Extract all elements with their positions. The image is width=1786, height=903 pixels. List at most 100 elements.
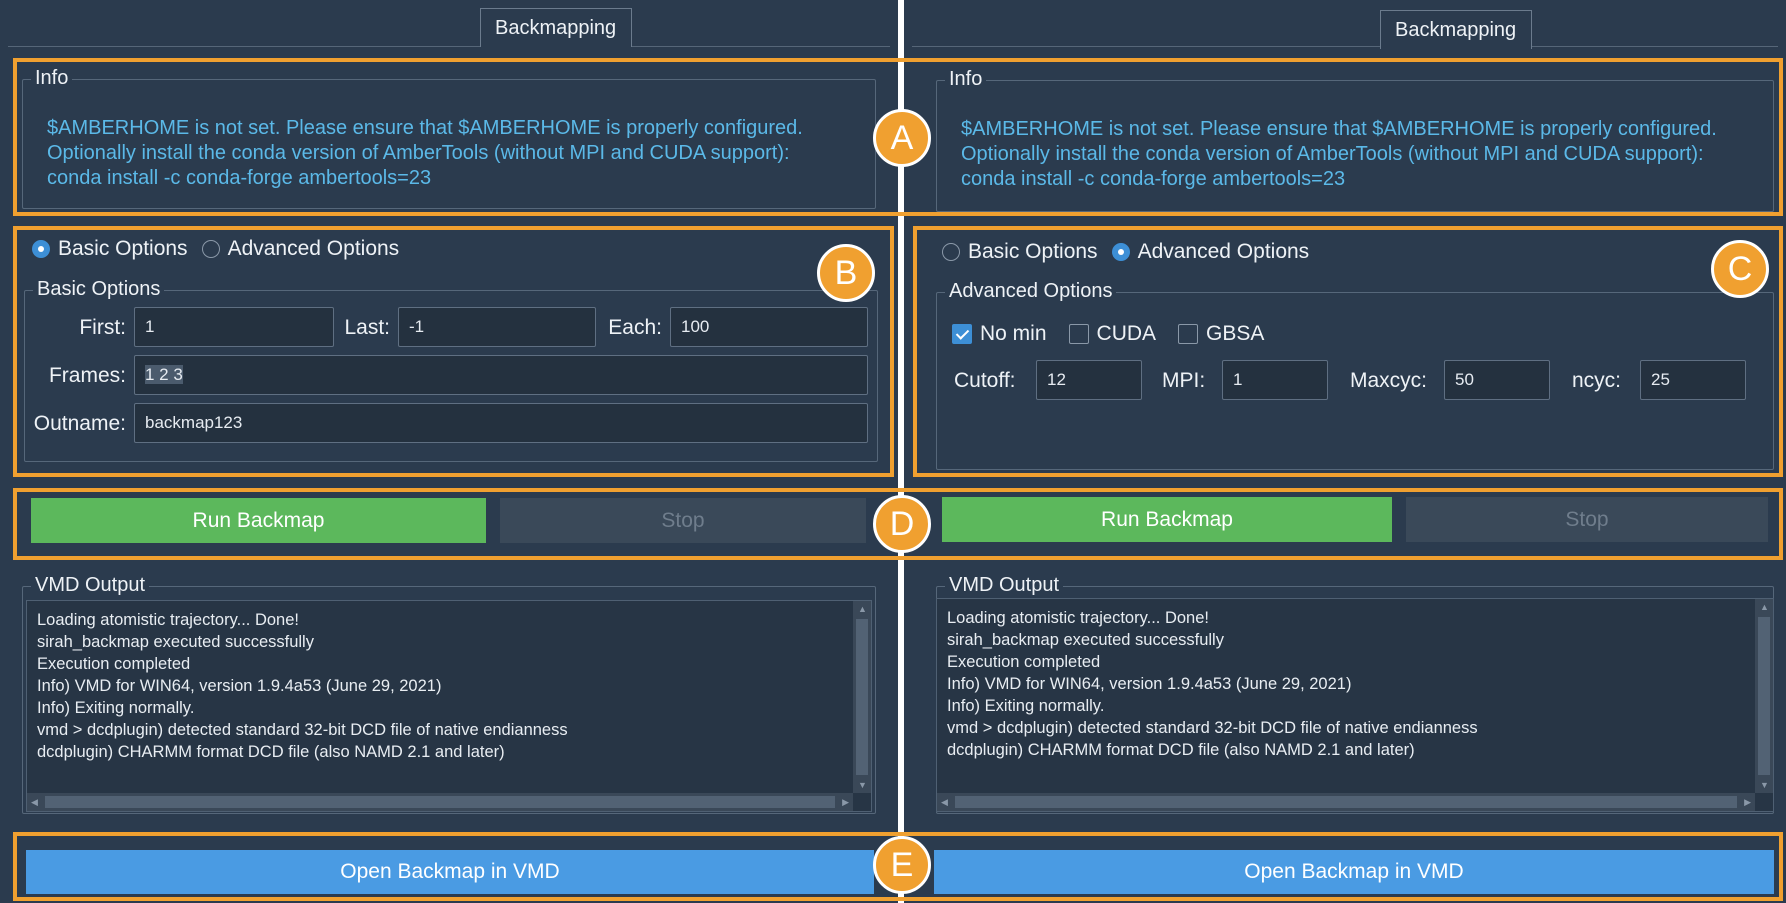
checkbox-unchecked-icon[interactable]	[1068, 324, 1089, 344]
radio-basic-options[interactable]: Basic Options	[942, 240, 1098, 264]
info-message: $AMBERHOME is not set. Please ensure tha…	[47, 116, 803, 191]
info-line: conda install -c conda-forge ambertools=…	[961, 168, 1346, 190]
info-line: $AMBERHOME is not set. Please ensure tha…	[961, 118, 1717, 140]
basic-options-title: Basic Options	[33, 278, 165, 301]
last-input[interactable]: -1	[398, 307, 596, 347]
checkbox-gbsa[interactable]: GBSA	[1178, 322, 1264, 346]
scroll-right-arrow-icon[interactable]: ▶	[842, 797, 849, 807]
checkbox-checked-icon[interactable]	[952, 324, 972, 344]
console-line: vmd > dcdplugin) detected standard 32-bi…	[947, 719, 1478, 737]
annotation-badge-b: B	[817, 244, 875, 302]
mode-selector: Basic Options Advanced Options	[32, 237, 413, 261]
scroll-up-arrow-icon[interactable]: ▲	[1760, 602, 1769, 612]
ncyc-label: ncyc:	[1572, 369, 1622, 392]
console-line: sirah_backmap executed successfully	[947, 631, 1224, 649]
panel-divider	[898, 0, 904, 903]
open-backmap-in-vmd-button[interactable]: Open Backmap in VMD	[26, 850, 874, 894]
right-panel: Backmapping Info $AMBERHOME is not set. …	[904, 0, 1786, 903]
scroll-right-arrow-icon[interactable]: ▶	[1744, 797, 1751, 807]
radio-advanced-options[interactable]: Advanced Options	[1111, 240, 1310, 264]
each-input[interactable]: 100	[670, 307, 868, 347]
annotation-badge-a: A	[873, 109, 931, 167]
scrollbar-thumb[interactable]	[955, 796, 1737, 808]
scrollbar-thumb[interactable]	[45, 796, 835, 808]
first-input[interactable]: 1	[134, 307, 334, 347]
radio-button-unchecked[interactable]	[942, 243, 960, 261]
console-text: Loading atomistic trajectory... Done! si…	[947, 607, 1478, 761]
radio-button-checked[interactable]	[32, 240, 50, 258]
cutoff-label: Cutoff:	[954, 369, 1016, 392]
vertical-scrollbar[interactable]: ▲ ▼	[1755, 599, 1773, 793]
info-message: $AMBERHOME is not set. Please ensure tha…	[961, 117, 1717, 192]
console-line: Loading atomistic trajectory... Done!	[947, 609, 1209, 627]
checkbox-cuda[interactable]: CUDA	[1068, 322, 1157, 346]
scroll-up-arrow-icon[interactable]: ▲	[858, 604, 867, 614]
horizontal-scrollbar[interactable]: ◀ ▶	[27, 793, 853, 811]
radio-label: Basic Options	[58, 237, 188, 260]
console-line: Info) Exiting normally.	[947, 697, 1105, 715]
mode-selector: Basic Options Advanced Options	[942, 240, 1323, 264]
stop-button[interactable]: Stop	[500, 498, 866, 543]
info-group: Info $AMBERHOME is not set. Please ensur…	[22, 67, 876, 209]
info-line: Optionally install the conda version of …	[47, 142, 790, 164]
stop-button[interactable]: Stop	[1406, 497, 1768, 542]
open-backmap-in-vmd-button[interactable]: Open Backmap in VMD	[934, 850, 1774, 894]
tab-backmapping[interactable]: Backmapping	[480, 8, 632, 47]
annotation-badge-d: D	[873, 495, 931, 553]
console-text: Loading atomistic trajectory... Done! si…	[37, 609, 568, 763]
console-line: Info) VMD for WIN64, version 1.9.4a53 (J…	[37, 677, 442, 695]
checkbox-label: GBSA	[1206, 322, 1265, 345]
checkbox-no-min[interactable]: No min	[952, 322, 1047, 346]
radio-button-unchecked[interactable]	[201, 240, 220, 258]
radio-basic-options[interactable]: Basic Options	[32, 237, 188, 261]
console-line: vmd > dcdplugin) detected standard 32-bi…	[37, 721, 568, 739]
vertical-scrollbar[interactable]: ▲ ▼	[853, 601, 871, 793]
run-backmap-button[interactable]: Run Backmap	[942, 497, 1392, 542]
run-backmap-button[interactable]: Run Backmap	[31, 498, 486, 543]
scrollbar-thumb[interactable]	[1758, 617, 1770, 775]
annotation-badge-c: C	[1711, 240, 1769, 298]
left-panel: Backmapping Info $AMBERHOME is not set. …	[8, 8, 890, 894]
radio-button-checked[interactable]	[1111, 243, 1130, 261]
frames-label: Frames:	[48, 364, 126, 387]
maxcyc-label: Maxcyc:	[1350, 369, 1428, 392]
scroll-left-arrow-icon[interactable]: ◀	[31, 797, 38, 807]
tab-backmapping[interactable]: Backmapping	[1380, 10, 1532, 49]
info-group-title: Info	[945, 68, 987, 91]
checkbox-unchecked-icon[interactable]	[1178, 324, 1199, 344]
scroll-left-arrow-icon[interactable]: ◀	[941, 797, 948, 807]
maxcyc-input[interactable]: 50	[1444, 360, 1550, 400]
scrollbar-thumb[interactable]	[856, 619, 868, 775]
radio-label: Advanced Options	[1137, 240, 1310, 263]
outname-input[interactable]: backmap123	[134, 403, 868, 443]
console-line: Loading atomistic trajectory... Done!	[37, 611, 299, 629]
checkbox-label: No min	[980, 322, 1047, 345]
cutoff-input[interactable]: 12	[1036, 360, 1142, 400]
scroll-down-arrow-icon[interactable]: ▼	[858, 780, 867, 790]
vmd-output-console[interactable]: Loading atomistic trajectory... Done! si…	[26, 600, 872, 812]
console-line: Info) VMD for WIN64, version 1.9.4a53 (J…	[947, 675, 1352, 693]
info-line: $AMBERHOME is not set. Please ensure tha…	[47, 117, 803, 139]
console-line: dcdplugin) CHARMM format DCD file (also …	[947, 741, 1415, 759]
radio-label: Advanced Options	[227, 237, 400, 260]
radio-label: Basic Options	[968, 240, 1098, 263]
checkbox-label: CUDA	[1096, 322, 1157, 345]
vmd-output-group: VMD Output	[22, 574, 876, 814]
mpi-input[interactable]: 1	[1222, 360, 1328, 400]
advanced-checkboxes: No min CUDA GBSA	[952, 322, 1286, 346]
vmd-output-title: VMD Output	[945, 574, 1064, 597]
info-line: conda install -c conda-forge ambertools=…	[47, 167, 432, 189]
last-label: Last:	[344, 316, 390, 339]
info-group: Info $AMBERHOME is not set. Please ensur…	[936, 68, 1774, 212]
vmd-output-console[interactable]: Loading atomistic trajectory... Done! si…	[936, 598, 1774, 812]
radio-advanced-options[interactable]: Advanced Options	[201, 237, 400, 261]
mpi-label: MPI:	[1162, 369, 1206, 392]
console-line: dcdplugin) CHARMM format DCD file (also …	[37, 743, 505, 761]
tab-bar-line	[8, 46, 890, 47]
info-line: Optionally install the conda version of …	[961, 143, 1704, 165]
horizontal-scrollbar[interactable]: ◀ ▶	[937, 793, 1755, 811]
frames-input[interactable]: 1 2 3	[134, 355, 868, 395]
scroll-down-arrow-icon[interactable]: ▼	[1760, 780, 1769, 790]
ncyc-input[interactable]: 25	[1640, 360, 1746, 400]
advanced-options-title: Advanced Options	[945, 280, 1117, 303]
